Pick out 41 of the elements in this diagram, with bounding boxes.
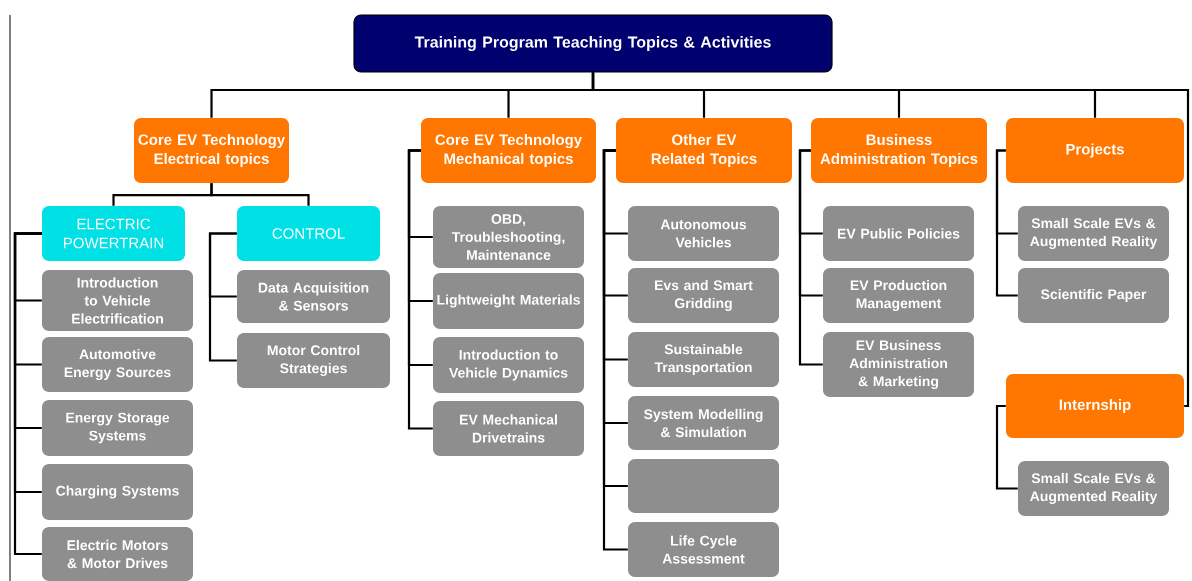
topic-box: EV Mechanical Drivetrains (433, 401, 584, 456)
connector-line (210, 183, 310, 206)
topic-box: Evs and Smart Gridding (628, 268, 779, 323)
connector-line (602, 149, 628, 551)
topic-box: Energy Storage Systems (42, 400, 193, 456)
topic-box: Electric Motors & Motor Drives (42, 527, 193, 581)
topic-box: Life Cycle Assessment (628, 522, 779, 577)
category-box: Core EV Technology Electrical topics (134, 118, 289, 183)
category-box: Internship (1006, 374, 1184, 438)
connector-line (995, 149, 1018, 297)
category-box: Core EV Technology Mechanical topics (421, 118, 596, 183)
topic-box: Automotive Energy Sources (42, 337, 193, 392)
topic-box: Data Acquisition & Sensors (237, 270, 390, 323)
category-box: Other EV Related Topics (616, 118, 792, 183)
topic-box: EV Production Management (823, 268, 974, 323)
topic-box (628, 459, 779, 513)
connector-line (591, 72, 1190, 408)
topic-box: EV Public Policies (823, 206, 974, 261)
topic-box: Motor Control Strategies (237, 333, 390, 388)
subcategory-box: ELECTRIC POWERTRAIN (42, 206, 185, 261)
connector-line (995, 404, 1018, 490)
topic-box: Introduction to Vehicle Electrification (42, 270, 193, 331)
topic-box: System Modelling & Simulation (628, 396, 779, 450)
connector-line (208, 232, 237, 362)
connector-line (407, 149, 433, 430)
topic-box: Sustainable Transportation (628, 332, 779, 387)
connector-line (798, 149, 823, 366)
topic-box: Charging Systems (42, 464, 193, 520)
topic-box: EV Business Administration & Marketing (823, 332, 974, 397)
subcategory-box: CONTROL (237, 206, 380, 261)
topic-box: Small Scale EVs & Augmented Reality (1018, 461, 1169, 516)
topic-box: Autonomous Vehicles (628, 206, 779, 261)
topic-box: Lightweight Materials (433, 273, 584, 329)
category-box: Projects (1006, 118, 1184, 183)
topic-box: OBD, Troubleshooting, Maintenance (433, 206, 584, 268)
title-box: Training Program Teaching Topics & Activities (353, 14, 833, 73)
connector-line (13, 232, 42, 556)
topic-box: Introduction to Vehicle Dynamics (433, 337, 584, 393)
topic-box: Scientific Paper (1018, 268, 1169, 323)
topic-box: Small Scale EVs & Augmented Reality (1018, 206, 1169, 261)
category-box: Business Administration Topics (811, 118, 987, 183)
